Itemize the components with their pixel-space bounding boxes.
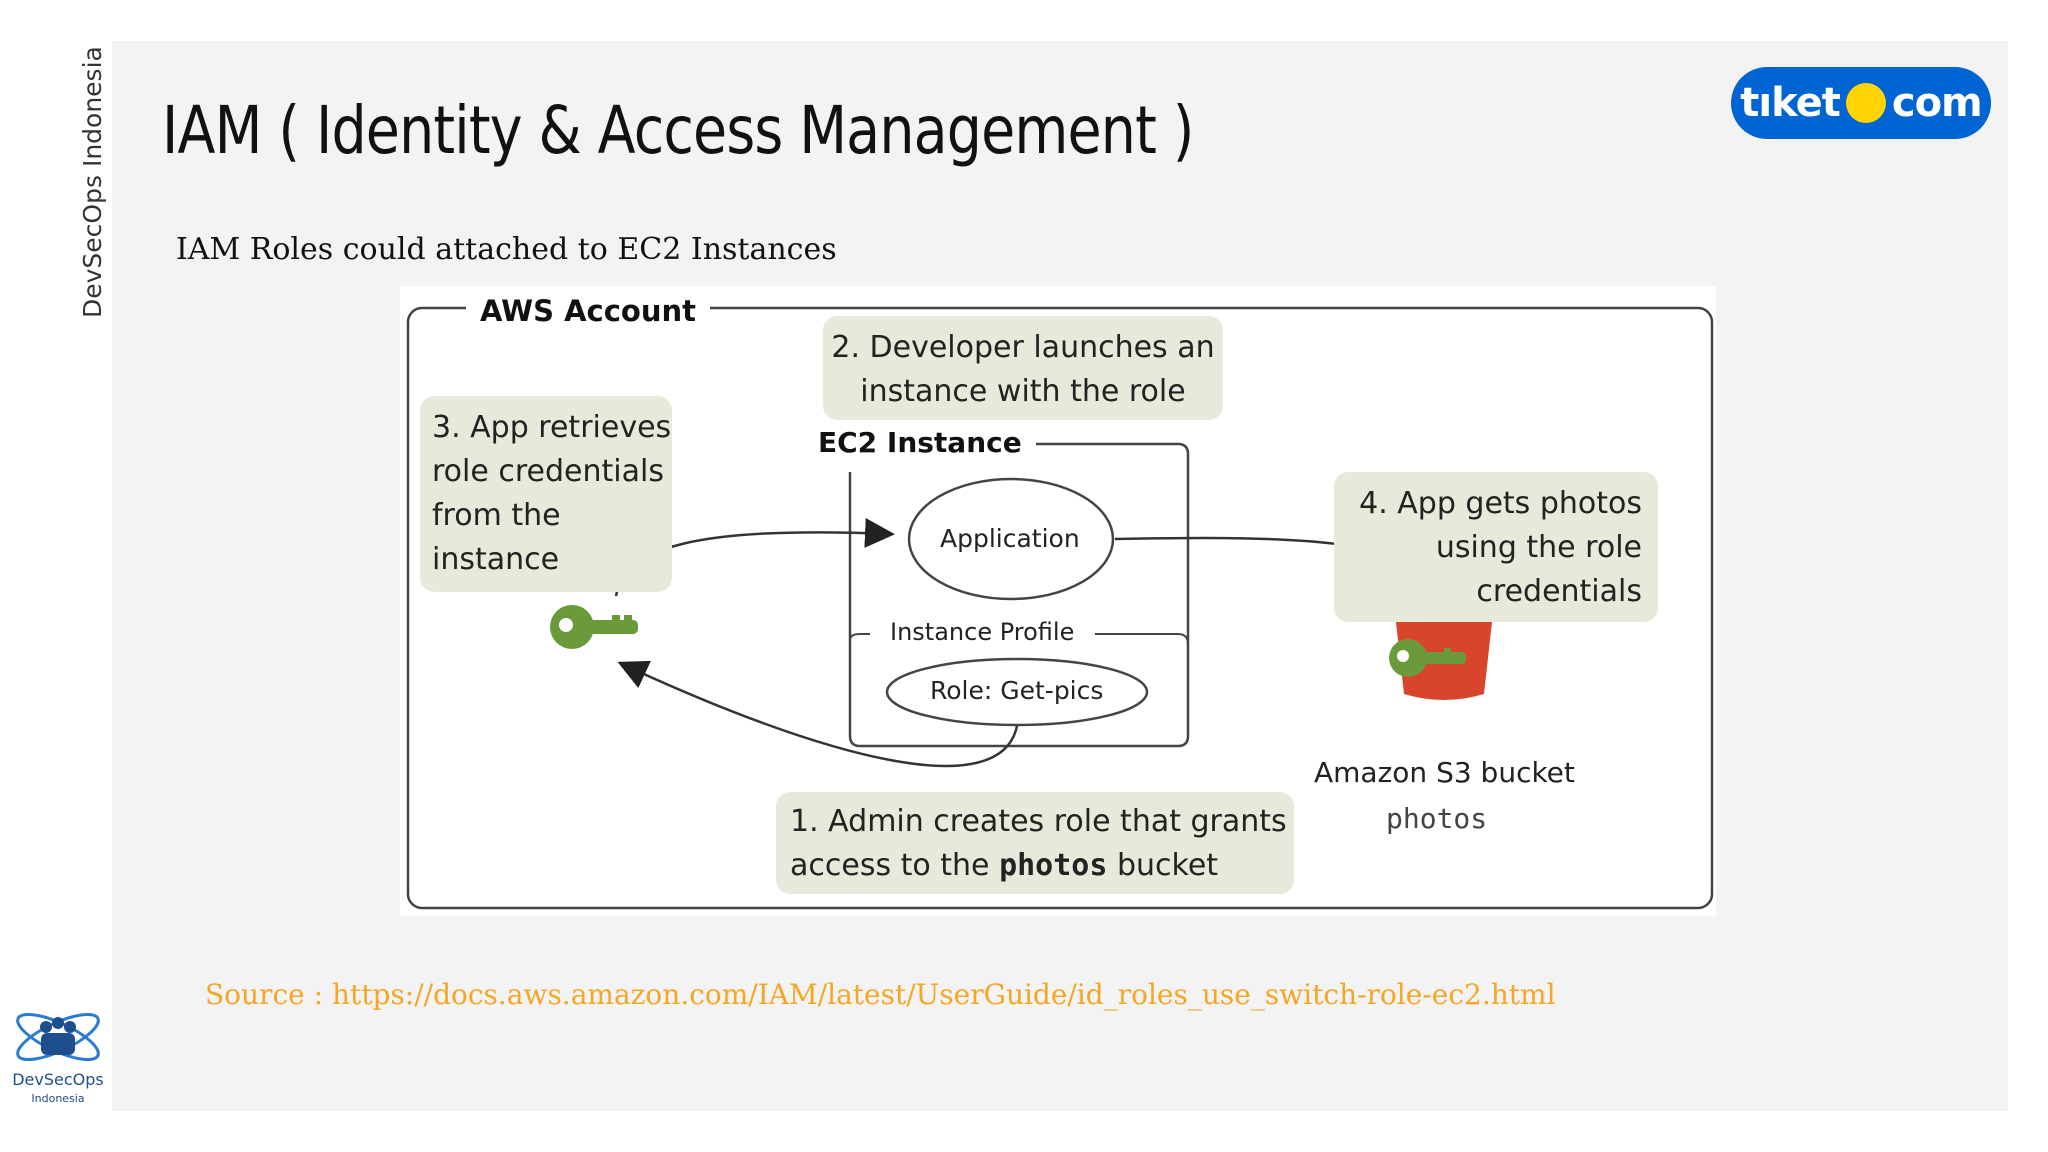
aws-iam-role-diagram: AWS Account 2. Developer launches an ins… — [400, 286, 1716, 916]
devsecops-brand-sub: Indonesia — [31, 1092, 85, 1105]
aws-account-frame — [406, 306, 1714, 910]
ec2-instance-label: EC2 Instance — [804, 426, 1036, 459]
s3-key-icon — [1389, 639, 1466, 677]
vertical-brand-label: DevSecOps Indonesia — [78, 46, 107, 318]
instance-profile-frame — [849, 633, 1189, 645]
step-1-line-2: access to the photos bucket — [790, 844, 1294, 888]
step-3-line-3: from the — [432, 498, 561, 533]
s3-bucket-label: Amazon S3 bucket — [1314, 756, 1575, 789]
tiket-logo-left: tıket — [1740, 80, 1841, 126]
step-4-callout: 4. App gets photos using the role creden… — [1334, 472, 1658, 622]
step-3-line-1: 3. App retrieves — [432, 410, 672, 445]
devsecops-brand-name: DevSecOps — [12, 1070, 104, 1089]
role-to-key-arrow — [617, 660, 1019, 768]
instance-profile-label: Instance Profile — [884, 618, 1081, 646]
step-1-callout: 1. Admin creates role that grants access… — [776, 792, 1294, 894]
devsecops-logo-icon — [16, 1012, 100, 1062]
key-icon — [550, 605, 638, 649]
step-2-line-1: 2. Developer launches an — [831, 330, 1215, 365]
step-1-line-2-suffix: bucket — [1116, 848, 1219, 883]
s3-bucket-name: photos — [1386, 802, 1488, 835]
step-2-callout: 2. Developer launches an instance with t… — [823, 316, 1223, 420]
ec2-instance-frame — [848, 442, 1190, 748]
page-title: IAM ( Identity & Access Management ) — [162, 92, 1194, 169]
step-4-line-1: 4. App gets photos — [1359, 486, 1642, 521]
step-3-line-4: instance — [432, 542, 560, 577]
page-subtitle: IAM Roles could attached to EC2 Instance… — [176, 232, 837, 267]
step-1-line-2-prefix: access to the — [790, 848, 990, 883]
tiket-logo-dot-icon — [1845, 83, 1886, 123]
step-4-line-3: credentials — [1476, 574, 1642, 609]
tiket-logo: tıket com — [1731, 67, 1991, 139]
step-2-line-2: instance with the role — [860, 374, 1186, 409]
aws-account-label: AWS Account — [466, 294, 711, 328]
source-link[interactable]: Source : https://docs.aws.amazon.com/IAM… — [205, 978, 1556, 1011]
role-node — [885, 657, 1149, 727]
tiket-logo-right: com — [1891, 80, 1983, 126]
application-label: Application — [940, 524, 1080, 553]
step-3-callout: 3. App retrieves role credentials from t… — [420, 396, 672, 592]
role-label: Role: Get-pics — [930, 676, 1104, 705]
step-4-line-2: using the role — [1435, 530, 1642, 565]
application-node — [907, 477, 1115, 601]
step-1-bucket-name: photos — [999, 848, 1108, 883]
step-1-line-1: 1. Admin creates role that grants — [790, 804, 1287, 839]
step-3-line-2: role credentials — [432, 454, 664, 489]
